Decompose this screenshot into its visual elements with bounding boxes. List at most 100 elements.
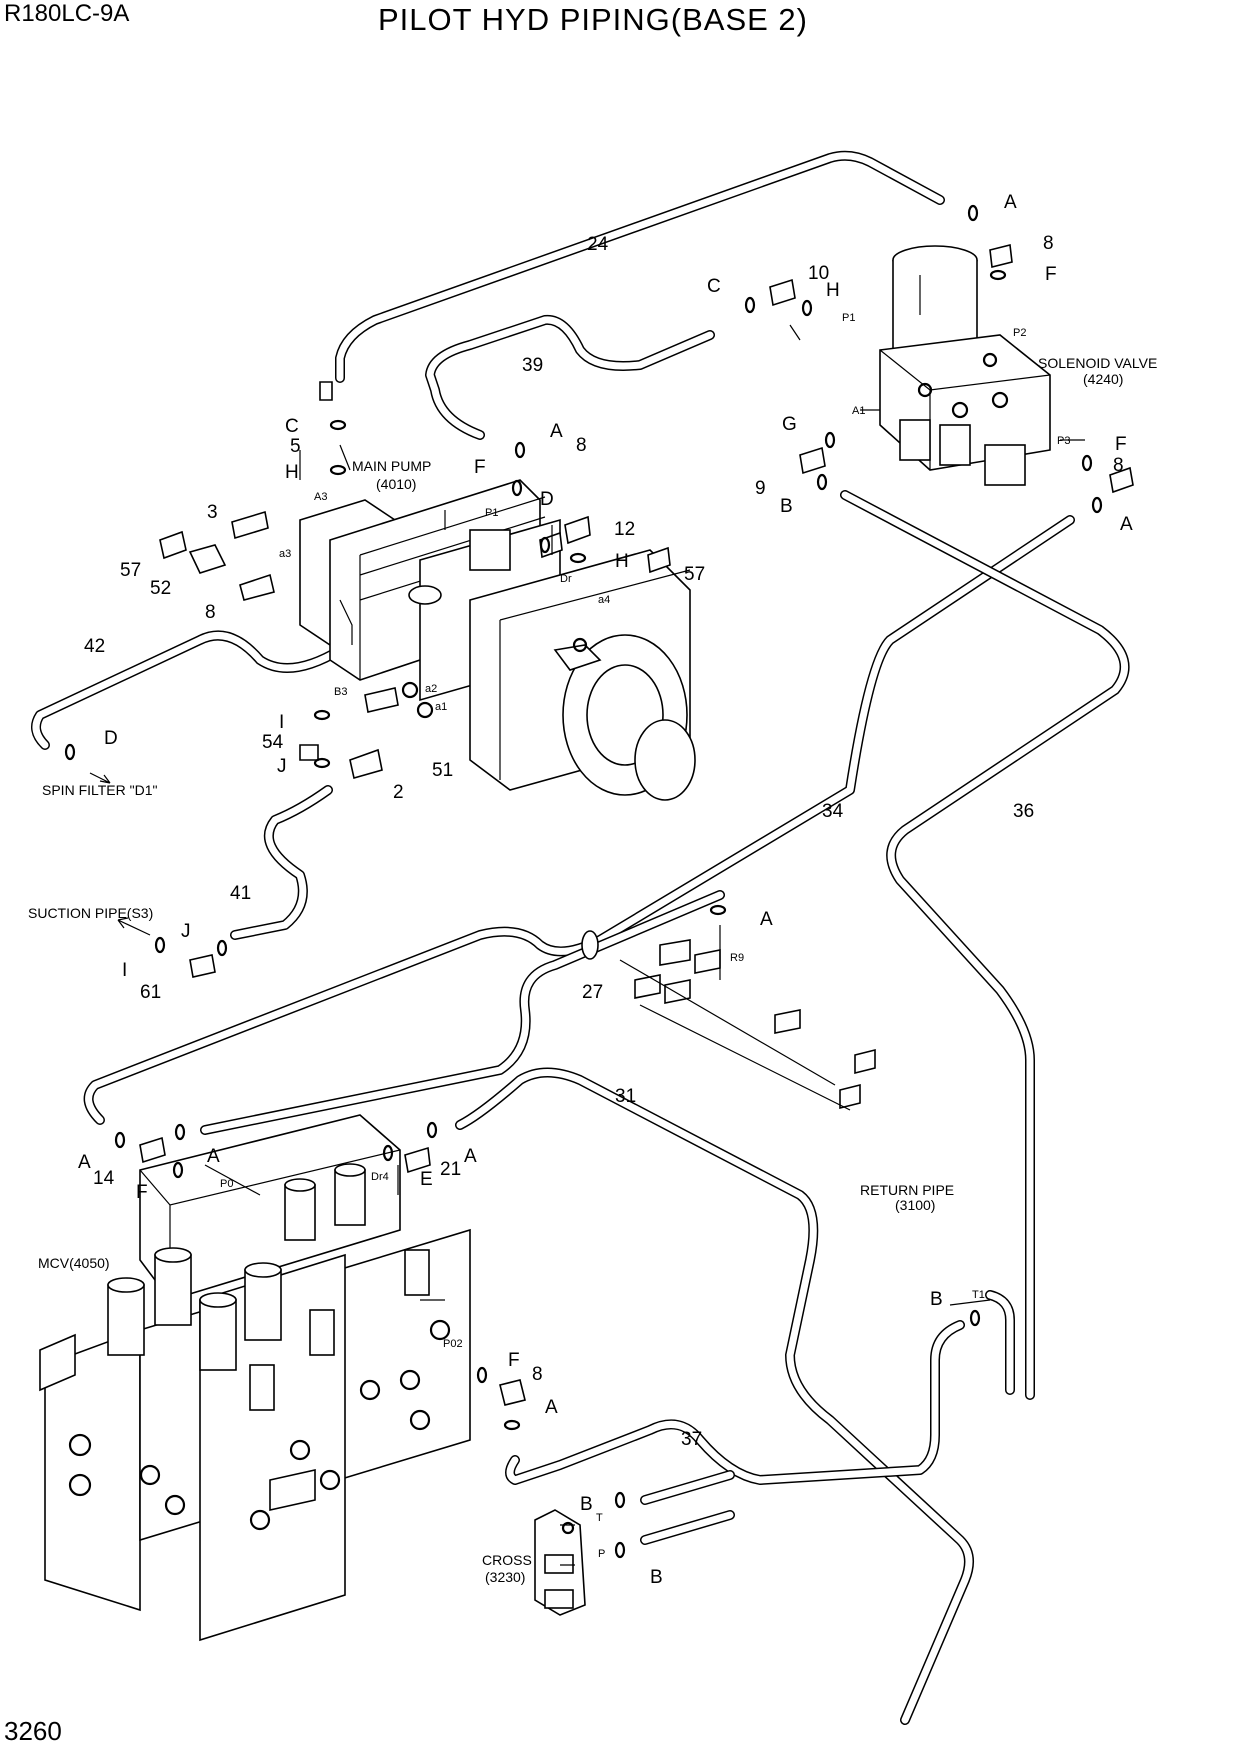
callout-34: 34 <box>822 801 844 822</box>
callout-A-top: A <box>1004 192 1017 213</box>
callout-8-pump: 8 <box>576 435 587 456</box>
callout-8-sv: 8 <box>1113 455 1124 476</box>
o-ring-A3 <box>514 441 526 459</box>
o-ring-A8 <box>503 1419 521 1431</box>
o-ring-A2 <box>1091 496 1103 514</box>
callout-F-sv: F <box>1115 434 1127 455</box>
page-title: PILOT HYD PIPING(BASE 2) <box>378 2 808 37</box>
callout-C-pump: C <box>285 416 299 437</box>
o-ring-B3 <box>614 1491 626 1509</box>
port-A3: A3 <box>314 491 327 503</box>
port-A1: A1 <box>852 405 865 417</box>
pipe-24 <box>335 150 945 383</box>
port-labels: P1 P2 P3 A1 A3 a3 P1 Dr a4 B3 a2 a1 R9 D… <box>220 312 1070 1560</box>
callout-A-mcv-right: A <box>464 1146 477 1167</box>
callout-41: 41 <box>230 883 251 904</box>
main-pump-code: (4010) <box>376 476 416 492</box>
callout-2: 2 <box>393 782 404 803</box>
o-ring-F2 <box>1081 454 1093 472</box>
pipe-31 <box>455 1067 974 1725</box>
o-ring-F1 <box>989 269 1007 281</box>
spin-filter-label: SPIN FILTER "D1" <box>42 782 158 798</box>
o-ring-H3 <box>569 552 587 564</box>
callout-5: 5 <box>290 436 301 457</box>
callouts: 24 39 10 8 8 8 8 8 3 5 57 57 52 12 42 54… <box>78 192 1133 1588</box>
o-ring-J2 <box>216 939 228 957</box>
o-ring-C2 <box>329 419 347 431</box>
callout-24: 24 <box>587 234 609 255</box>
o-ring-A4 <box>709 904 727 916</box>
o-ring-F5 <box>476 1366 488 1384</box>
callout-B-cross-bottom: B <box>650 1567 663 1588</box>
cross-3230 <box>534 1509 586 1616</box>
o-ring-A5 <box>114 1131 126 1149</box>
o-ring-B4 <box>614 1541 626 1559</box>
port-a2: a2 <box>425 683 437 695</box>
callout-H-dr: H <box>615 551 629 572</box>
fittings <box>89 244 1134 1566</box>
callout-14: 14 <box>93 1168 115 1189</box>
callout-B-sv: B <box>780 496 793 517</box>
callout-H-sv: H <box>826 280 840 301</box>
callout-54: 54 <box>262 732 284 753</box>
callout-36: 36 <box>1013 801 1034 822</box>
callout-10: 10 <box>808 263 829 284</box>
o-ring-B2 <box>969 1309 981 1327</box>
port-P02: P02 <box>443 1338 463 1350</box>
port-P3: P3 <box>1057 435 1070 447</box>
callout-F-top: F <box>1045 264 1057 285</box>
callout-21: 21 <box>440 1159 461 1180</box>
callout-37: 37 <box>681 1429 702 1450</box>
port-B3: B3 <box>334 686 347 698</box>
callout-A-mcv-left: A <box>78 1152 91 1173</box>
return-pipe-code: (3100) <box>895 1197 935 1213</box>
pipe-36 <box>840 490 1130 1400</box>
model-number: R180LC-9A <box>4 0 130 27</box>
o-ring-G1 <box>824 431 836 449</box>
o-ring-A6 <box>174 1123 186 1141</box>
callout-B-cross-top: B <box>580 1494 593 1515</box>
o-rings <box>64 204 1103 1559</box>
port-Dr: Dr <box>560 573 572 585</box>
o-ring-D2 <box>64 743 76 761</box>
callout-D-pump: D <box>540 489 554 510</box>
callout-8-left: 8 <box>205 602 216 623</box>
callout-I-pump: I <box>279 712 284 733</box>
callout-E: E <box>420 1169 433 1190</box>
o-ring-J1 <box>313 757 331 769</box>
o-ring-D1 <box>539 536 551 554</box>
pipes <box>31 150 1130 1725</box>
callout-I-suction: I <box>122 960 127 981</box>
callout-G: G <box>782 414 797 435</box>
port-T1: T1 <box>972 1289 985 1301</box>
o-ring-F4 <box>172 1161 184 1179</box>
mcv-4050 <box>39 1114 471 1642</box>
port-P: P <box>598 1548 605 1560</box>
o-ring-H1 <box>801 299 813 317</box>
o-ring-H2 <box>329 464 347 476</box>
callout-F-pump: F <box>474 457 486 478</box>
cross-code: (3230) <box>485 1569 525 1585</box>
port-P2: P2 <box>1013 327 1026 339</box>
o-ring-I2 <box>154 936 166 954</box>
callout-27: 27 <box>582 982 603 1003</box>
callout-A-sv: A <box>1120 514 1133 535</box>
port-a4: a4 <box>598 594 610 606</box>
callout-J-suction: J <box>181 921 191 942</box>
solenoid-valve-code: (4240) <box>1083 371 1123 387</box>
component-labels: MAIN PUMP (4010) SOLENOID VALVE (4240) R… <box>28 355 1157 1585</box>
callout-J-pump: J <box>277 756 287 777</box>
o-ring-I1 <box>313 709 331 721</box>
cross-label: CROSS <box>482 1552 532 1568</box>
o-ring-B1 <box>816 473 828 491</box>
callout-F-mcv-lower: F <box>508 1350 520 1371</box>
main-pump-4010 <box>299 479 696 801</box>
callout-F-mcv: F <box>136 1182 148 1203</box>
callout-57-right: 57 <box>684 564 705 585</box>
o-ring-E1 <box>382 1144 394 1162</box>
callout-B-return: B <box>930 1289 943 1310</box>
solenoid-valve-4240 <box>879 245 1051 486</box>
port-P1-sv: P1 <box>842 312 855 324</box>
callout-H-pump: H <box>285 462 299 483</box>
